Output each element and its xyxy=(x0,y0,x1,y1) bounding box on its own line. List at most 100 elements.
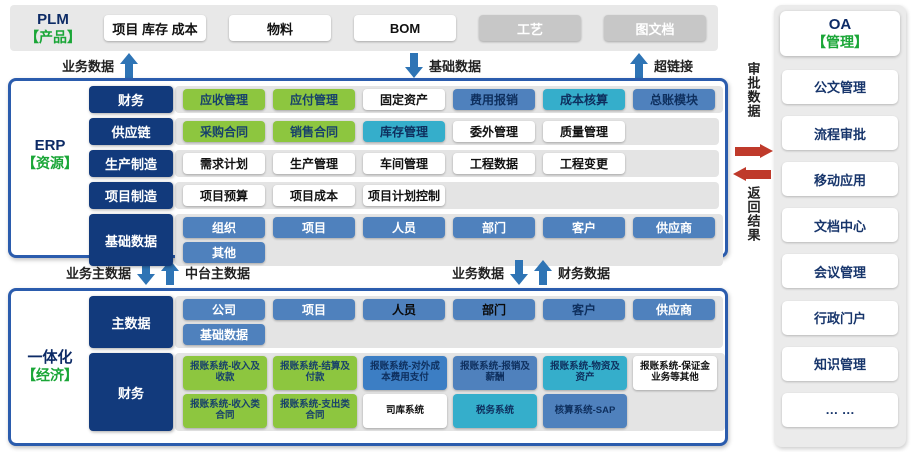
module-box: 项目计划控制 xyxy=(363,185,446,206)
module-box: 成本核算 xyxy=(543,89,625,110)
module-box: 供应商 xyxy=(633,299,715,320)
data-flow-hyperlink: 超链接 xyxy=(630,52,693,78)
module-box: 应收管理 xyxy=(183,89,265,110)
module-box: 固定资产 xyxy=(363,89,445,110)
module-box: 部门 xyxy=(453,217,535,238)
module-box: 报账系统-物资及资产 xyxy=(543,356,627,390)
erp-matrix: 财务应收管理应付管理固定资产费用报销成本核算总账模块供应链采购合同销售合同库存管… xyxy=(89,86,723,266)
erp-title: ERP xyxy=(34,137,66,154)
module-box: 报账系统-收入及收款 xyxy=(183,356,267,390)
down-arrow-icon xyxy=(510,259,529,285)
oa-item: 公文管理 xyxy=(782,69,898,104)
module-box: 总账模块 xyxy=(633,89,715,110)
module-row: 主数据公司项目人员部门客户供应商基础数据 xyxy=(89,296,723,348)
module-box: 税务系统 xyxy=(453,394,537,428)
integrated-title-block: 一体化 【经济】 xyxy=(11,349,89,384)
module-box: 司库系统 xyxy=(363,394,447,428)
module-box: 公司 xyxy=(183,299,265,320)
module-box: 项目预算 xyxy=(183,185,265,206)
module-box: 生产管理 xyxy=(273,153,355,174)
up-arrow-icon xyxy=(534,259,553,285)
module-box: 费用报销 xyxy=(453,89,535,110)
flow-label: 基础数据 xyxy=(429,58,482,74)
module-box: 基础数据 xyxy=(183,324,265,345)
flow-label: 超链接 xyxy=(654,58,694,74)
data-flow-base-data: 基础数据 xyxy=(405,52,481,78)
oa-subtitle: 【管理】 xyxy=(812,34,868,50)
integrated-title: 一体化 xyxy=(27,349,73,366)
oa-panel: OA 【管理】 公文管理流程审批移动应用文档中心会议管理行政门户知识管理… … xyxy=(774,5,906,447)
module-box: 库存管理 xyxy=(363,121,445,142)
down-arrow-icon xyxy=(137,259,156,285)
erp-subtitle: 【资源】 xyxy=(22,155,78,171)
module-box: 报账系统-报销及薪酬 xyxy=(453,356,537,390)
module-box: 应付管理 xyxy=(273,89,355,110)
right-arrow-icon xyxy=(733,144,773,159)
plm-title-block: PLM 【产品】 xyxy=(10,11,96,44)
down-arrow-icon xyxy=(405,52,423,78)
up-arrow-icon xyxy=(120,52,139,78)
module-box: 其他 xyxy=(183,242,265,263)
flow-label: 业务数据 xyxy=(452,265,505,281)
row-modules: 采购合同销售合同库存管理委外管理质量管理 xyxy=(175,118,719,145)
module-box: 需求计划 xyxy=(183,153,265,174)
module-row: 项目制造项目预算项目成本项目计划控制 xyxy=(89,182,719,209)
flow-label: 财务数据 xyxy=(558,265,611,281)
module-box: 报账系统-对外成本费用支付 xyxy=(363,356,447,390)
module-box: 采购合同 xyxy=(183,121,265,142)
flow-label: 中台主数据 xyxy=(185,265,251,281)
module-box: 质量管理 xyxy=(543,121,625,142)
oa-item: 行政门户 xyxy=(782,300,898,335)
row-header: 财务 xyxy=(89,353,173,431)
module-box: 车间管理 xyxy=(363,153,445,174)
module-row: 财务应收管理应付管理固定资产费用报销成本核算总账模块 xyxy=(89,86,723,113)
module-box: 报账系统-支出类合同 xyxy=(273,394,357,428)
flow-label: 业务主数据 xyxy=(66,265,132,281)
approval-data-label: 审批数据 xyxy=(745,62,761,118)
up-arrow-icon xyxy=(630,52,648,78)
module-box: BOM xyxy=(354,15,456,41)
module-box: 项目 xyxy=(273,217,355,238)
oa-item: … … xyxy=(782,392,898,427)
erp-panel: ERP 【资源】 财务应收管理应付管理固定资产费用报销成本核算总账模块供应链采购… xyxy=(8,78,728,266)
module-row: 基础数据组织项目人员部门客户供应商其他 xyxy=(89,214,723,266)
row-modules: 需求计划生产管理车间管理工程数据工程变更 xyxy=(175,150,719,177)
data-flow-business-data: 业务数据 xyxy=(62,52,139,78)
module-line: 报账系统-收入类合同报账系统-支出类合同司库系统税务系统核算系统-SAP xyxy=(183,394,717,428)
module-line: 公司项目人员部门客户供应商 xyxy=(183,299,715,320)
row-modules: 应收管理应付管理固定资产费用报销成本核算总账模块 xyxy=(175,86,723,113)
oa-item: 会议管理 xyxy=(782,254,898,289)
oa-bridge: 审批数据 返回结果 xyxy=(732,62,774,312)
module-box: 供应商 xyxy=(633,217,715,238)
data-flow-finance-data: 业务数据 财务数据 xyxy=(452,259,610,285)
module-box: 客户 xyxy=(543,217,625,238)
row-header: 基础数据 xyxy=(89,214,173,266)
integrated-subtitle: 【经济】 xyxy=(22,367,78,383)
module-line: 需求计划生产管理车间管理工程数据工程变更 xyxy=(183,153,711,174)
plm-subtitle: 【产品】 xyxy=(25,28,81,45)
row-header: 主数据 xyxy=(89,296,173,348)
plm-title: PLM xyxy=(37,11,69,29)
row-modules: 项目预算项目成本项目计划控制 xyxy=(175,182,719,209)
module-box: 物料 xyxy=(229,15,331,41)
module-box: 报账系统-结算及付款 xyxy=(273,356,357,390)
oa-item: 知识管理 xyxy=(782,346,898,381)
module-box: 组织 xyxy=(183,217,265,238)
module-row: 生产制造需求计划生产管理车间管理工程数据工程变更 xyxy=(89,150,719,177)
integrated-panel: 一体化 【经济】 主数据公司项目人员部门客户供应商基础数据财务报账系统-收入及收… xyxy=(8,288,728,446)
row-modules: 组织项目人员部门客户供应商其他 xyxy=(175,214,723,266)
oa-items: 公文管理流程审批移动应用文档中心会议管理行政门户知识管理… … xyxy=(780,56,900,441)
module-box: 客户 xyxy=(543,299,625,320)
left-arrow-icon xyxy=(733,167,773,182)
module-line: 基础数据 xyxy=(183,324,715,345)
module-box: 报账系统-保证金业务等其他 xyxy=(633,356,717,390)
module-box: 报账系统-收入类合同 xyxy=(183,394,267,428)
module-box: 工艺 xyxy=(479,15,581,41)
module-box: 委外管理 xyxy=(453,121,535,142)
module-line: 其他 xyxy=(183,242,715,263)
module-box: 项目成本 xyxy=(273,185,355,206)
module-row: 供应链采购合同销售合同库存管理委外管理质量管理 xyxy=(89,118,719,145)
